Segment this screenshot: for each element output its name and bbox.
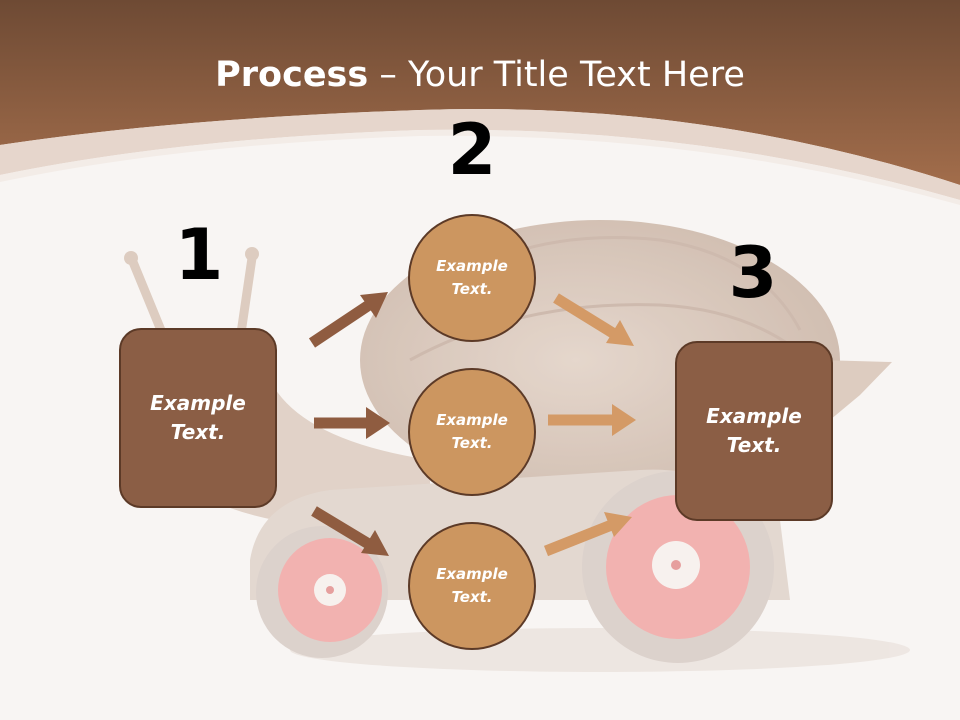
- step-2-circle-bottom: Example Text.: [408, 522, 536, 650]
- step-2a-line1: Example: [436, 257, 508, 275]
- step-number-1: 1: [174, 214, 224, 296]
- step-1-line2: Text.: [170, 420, 226, 444]
- step-1-box: Example Text.: [119, 328, 277, 508]
- step-3-line2: Text.: [726, 433, 782, 457]
- slide-title: Process – Your Title Text Here: [0, 52, 960, 98]
- step-2b-line2: Text.: [451, 434, 493, 452]
- step-1-line1: Example: [150, 391, 246, 415]
- step-2-circle-top: Example Text.: [408, 214, 536, 342]
- title-rest: – Your Title Text Here: [368, 55, 745, 95]
- arrow-2a-to-3: [553, 293, 634, 346]
- step-2a-line2: Text.: [451, 280, 493, 298]
- step-2c-line2: Text.: [451, 588, 493, 606]
- arrow-1-to-2b: [314, 407, 390, 439]
- arrow-1-to-2a: [308, 292, 388, 348]
- step-number-3: 3: [728, 232, 778, 314]
- step-3-line1: Example: [706, 404, 802, 428]
- arrow-1-to-2c: [311, 506, 389, 556]
- arrow-2b-to-3: [548, 404, 636, 436]
- arrow-2c-to-3: [543, 512, 632, 557]
- title-bold: Process: [215, 55, 369, 95]
- header-swoosh: [0, 108, 960, 200]
- step-2b-line1: Example: [436, 411, 508, 429]
- step-3-box: Example Text.: [675, 341, 833, 521]
- step-2c-line1: Example: [436, 565, 508, 583]
- step-number-2: 2: [447, 109, 497, 191]
- step-2-circle-middle: Example Text.: [408, 368, 536, 496]
- header-band: [0, 0, 960, 185]
